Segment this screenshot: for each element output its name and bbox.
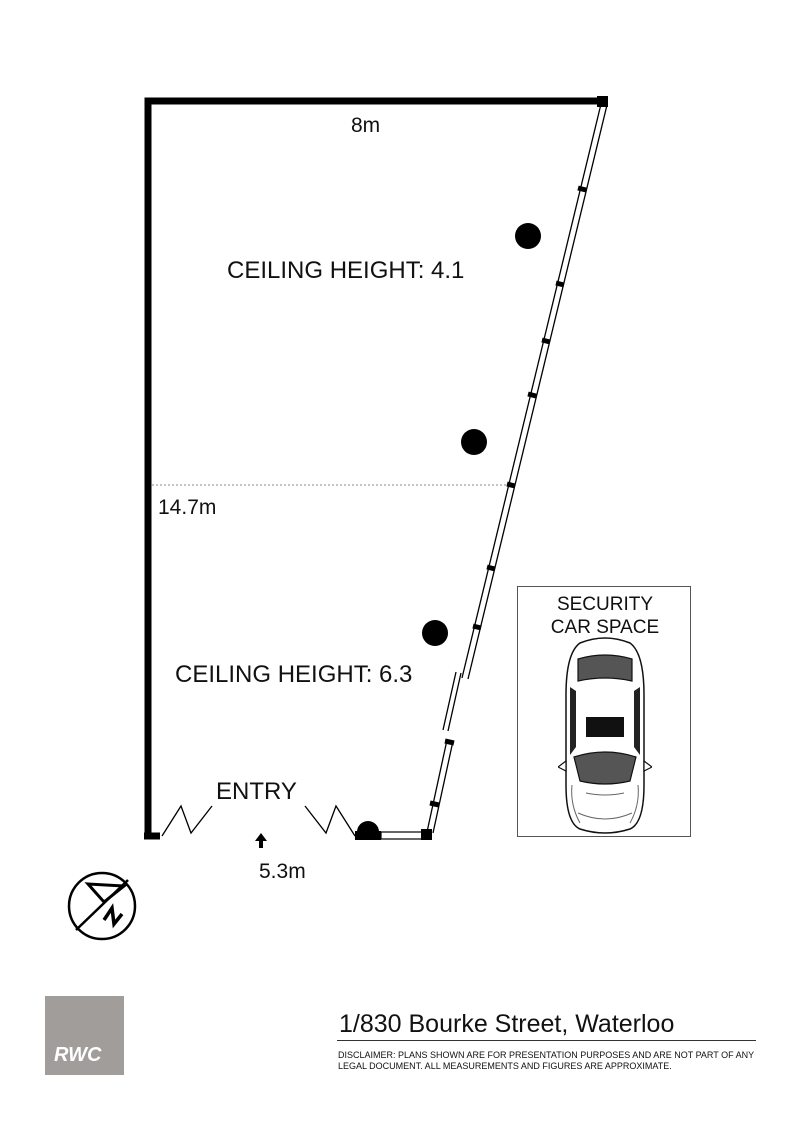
address-divider: [337, 1040, 756, 1041]
column-icon: [422, 620, 448, 646]
property-address: 1/830 Bourke Street, Waterloo: [339, 1010, 675, 1038]
dimension-left-label: 14.7m: [158, 496, 217, 519]
plan-window-mullions: [429, 185, 587, 808]
dimension-top-label: 8m: [351, 114, 381, 137]
car-space-label: SECURITY CAR SPACE: [518, 593, 692, 639]
column-icon: [357, 821, 379, 832]
security-car-space: SECURITY CAR SPACE: [517, 586, 691, 837]
plan-wall-bottom-right: [355, 831, 381, 840]
rwc-logo-text: RWC: [54, 1044, 102, 1066]
plan-wall-end: [421, 829, 432, 840]
ceiling-height-lower-label: CEILING HEIGHT: 6.3: [175, 661, 413, 688]
plan-door-sill: [380, 831, 425, 840]
plan-bifold-door-left: [161, 804, 213, 837]
plan-glazed-wall: [426, 103, 608, 834]
column-icon: [515, 223, 541, 249]
disclaimer-text: DISCLAIMER: PLANS SHOWN ARE FOR PRESENTA…: [338, 1050, 754, 1071]
plan-bifold-door-right: [304, 804, 356, 837]
dimension-bottom-label: 5.3m: [259, 860, 306, 883]
entry-arrow-icon: [255, 833, 267, 848]
ceiling-height-upper-label: CEILING HEIGHT: 4.1: [227, 257, 465, 284]
car-space-label-line2: CAR SPACE: [550, 617, 660, 638]
north-compass-icon: [67, 871, 137, 941]
plan-wall-corner: [597, 96, 608, 107]
rwc-logo: RWC: [45, 996, 124, 1075]
column-icon: [461, 429, 487, 455]
car-icon: [558, 637, 652, 834]
plan-wall-top-left: [144, 97, 605, 836]
car-space-label-line1: SECURITY: [556, 594, 654, 615]
entry-label: ENTRY: [216, 778, 297, 805]
